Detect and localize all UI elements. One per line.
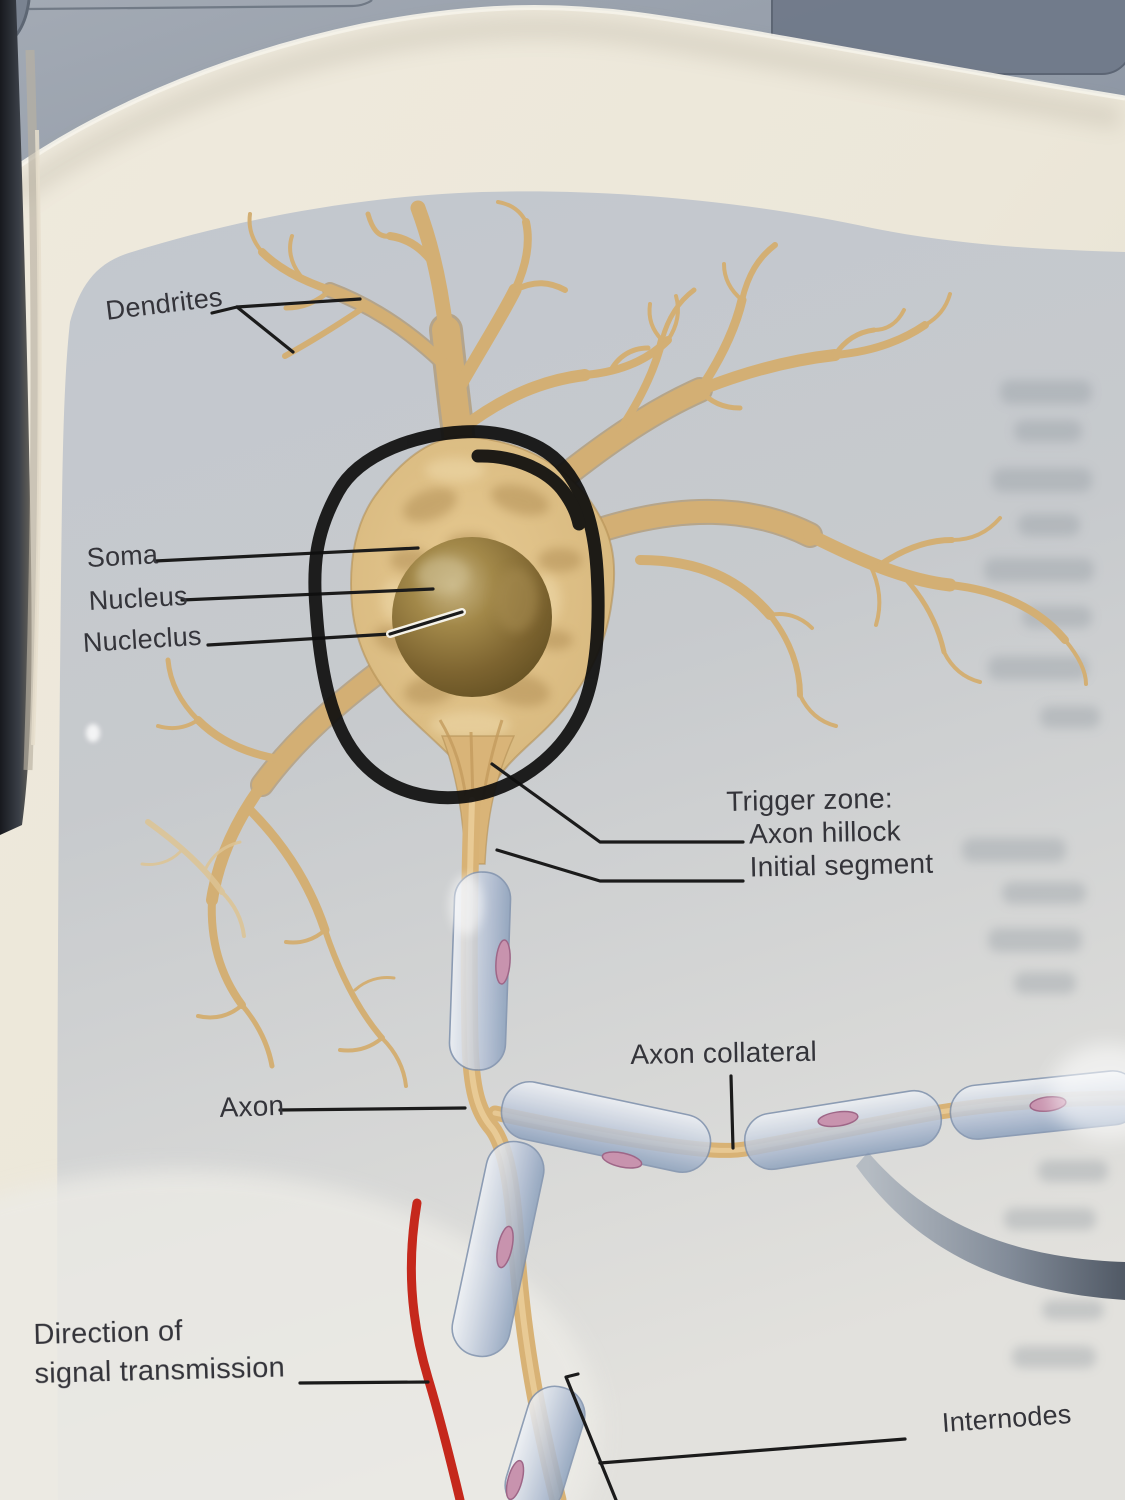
leader-lines — [153, 297, 907, 1500]
glare-speck — [86, 724, 100, 742]
page-bleed-through-text — [962, 380, 1108, 1368]
gray-ribbon-curve — [856, 1152, 1125, 1300]
label-trigger-zone-block: Trigger zone: Axon hillock Initial segme… — [726, 781, 934, 884]
nucleus-sheen — [494, 568, 538, 632]
label-initial-segment: Initial segment — [749, 847, 934, 883]
nucleus-highlight — [417, 557, 469, 593]
fade-glow — [1050, 1044, 1125, 1140]
label-soma: Soma — [86, 539, 159, 573]
axon-fiber — [448, 791, 1125, 1500]
label-direction-line2: signal transmission — [34, 1351, 286, 1391]
soma — [350, 434, 616, 865]
label-axon: Axon — [219, 1089, 285, 1123]
label-direction-line1: Direction of — [33, 1315, 183, 1351]
signal-direction-curve — [406, 1198, 465, 1500]
book-spine-edge — [0, 0, 32, 835]
faint-golden-dendrite — [140, 819, 246, 938]
label-trigger-zone: Trigger zone: — [726, 782, 894, 817]
label-axon-hillock: Axon hillock — [748, 815, 902, 850]
label-axon-collateral: Axon collateral — [630, 1035, 818, 1070]
label-direction-block: Direction of signal transmission — [33, 1309, 285, 1394]
schwann-cell-nuclei — [495, 939, 1067, 1500]
label-nucleus: Nucleus — [88, 580, 189, 616]
figure-panel — [0, 191, 1125, 1500]
hand-drawn-marker-circle — [308, 425, 605, 805]
